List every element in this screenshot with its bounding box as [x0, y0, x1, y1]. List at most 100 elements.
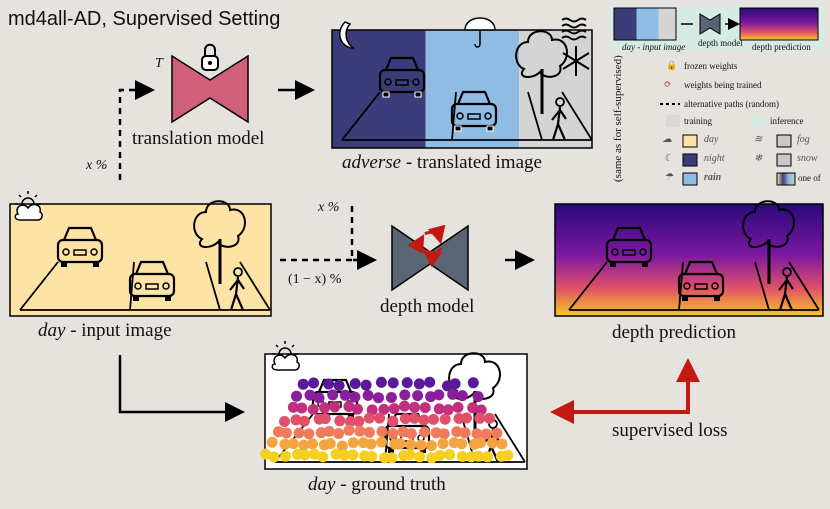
depth-point: [347, 449, 359, 461]
depth-point: [349, 391, 361, 403]
depth-point: [456, 438, 468, 450]
depth-point: [349, 378, 361, 390]
depth-point: [434, 449, 446, 461]
snowflake-icon: [562, 46, 590, 76]
depth-model-label: depth model: [380, 296, 475, 317]
legend-side-note: (same as for self-supervised): [612, 55, 624, 182]
depth-point: [333, 380, 345, 391]
depth-point: [339, 389, 351, 401]
depth-point: [293, 427, 305, 439]
depth-point: [299, 449, 311, 461]
legend-frozen: frozen weights: [684, 61, 738, 71]
depth-point: [308, 377, 320, 389]
depth-point: [415, 439, 427, 451]
sun-cloud-icon-legend: ☁: [662, 134, 672, 145]
depth-point: [496, 438, 508, 450]
legend-fog: fog: [797, 134, 810, 145]
depth-point: [347, 437, 359, 449]
depth-point: [324, 438, 336, 449]
depth-point: [319, 402, 331, 414]
depth-point: [467, 402, 479, 414]
legend-mini-prediction: depth prediction: [752, 42, 811, 52]
depth-prediction-image: [554, 201, 824, 317]
depth-point: [404, 449, 416, 461]
ground-truth-label: day - ground truth: [308, 474, 446, 495]
depth-point: [408, 412, 420, 424]
translation-model-shape: [171, 54, 249, 124]
depth-point: [459, 427, 471, 439]
depth-point: [319, 413, 331, 425]
depth-point: [353, 415, 365, 427]
depth-point: [279, 438, 291, 450]
depth-point: [491, 427, 503, 439]
depth-point: [401, 377, 413, 389]
depth-point: [363, 412, 375, 424]
depth-point: [467, 377, 479, 389]
depth-point: [266, 436, 278, 448]
legend-inference: inference: [770, 116, 804, 126]
depth-point: [456, 390, 468, 402]
depth-point: [307, 438, 318, 450]
depth-point: [287, 401, 299, 413]
depth-point: [405, 428, 417, 440]
depth-point: [366, 451, 378, 462]
x-percent-mid: x %: [318, 200, 340, 215]
depth-point: [474, 412, 486, 424]
translation-symbol: T: [155, 56, 163, 71]
depth-point: [298, 415, 310, 427]
depth-point: [452, 401, 464, 413]
depth-point: [437, 438, 449, 450]
depth-point: [473, 450, 485, 462]
legend-trained: weights being trained: [684, 80, 762, 90]
translation-model-label: translation model: [132, 128, 265, 149]
depth-point: [344, 416, 356, 427]
depth-point: [385, 392, 397, 403]
depth-point: [354, 425, 366, 437]
depth-point: [486, 437, 498, 449]
depth-point: [480, 428, 492, 440]
fog-icon-legend: ≋: [754, 134, 763, 145]
one-minus-x-label: (1 − x) %: [288, 272, 342, 287]
depth-point: [279, 416, 290, 427]
depth-point: [418, 414, 430, 426]
depth-point: [483, 412, 495, 424]
depth-point: [419, 402, 431, 414]
depth-point: [333, 428, 345, 439]
depth-point: [308, 448, 320, 460]
lock-icon-legend: 🔒: [666, 60, 678, 70]
depth-point: [413, 378, 425, 390]
depth-point: [387, 377, 399, 389]
ground-truth-image: [260, 340, 528, 470]
depth-point: [412, 390, 424, 402]
refresh-icon-legend: ⟳: [664, 79, 672, 89]
depth-point: [399, 400, 410, 412]
depth-point: [352, 403, 363, 415]
depth-point: [447, 388, 459, 400]
depth-point: [304, 389, 316, 401]
legend-one-of: one of: [798, 173, 821, 183]
depth-point: [433, 403, 445, 415]
depth-point: [291, 390, 302, 402]
depth-point: [375, 376, 387, 388]
depth-point: [336, 440, 348, 452]
depth-point: [442, 404, 454, 416]
input-image: [9, 190, 272, 317]
refresh-icon: [407, 224, 446, 268]
depth-point: [378, 403, 390, 415]
depth-point: [388, 403, 400, 415]
depth-point: [373, 392, 384, 404]
depth-point: [471, 428, 483, 440]
depth-point: [343, 424, 355, 436]
moon-icon-legend: ☾: [664, 153, 673, 164]
depth-point: [303, 428, 315, 440]
depth-point: [394, 438, 406, 450]
depth-point: [405, 439, 417, 451]
adverse-image-label: adverse - translated image: [342, 152, 542, 173]
depth-point: [343, 401, 355, 412]
diagram-title: md4all-AD, Supervised Setting: [8, 8, 281, 30]
depth-point: [374, 412, 386, 424]
depth-point: [313, 392, 325, 404]
depth-prediction-label: depth prediction: [612, 322, 736, 343]
depth-point: [317, 451, 329, 463]
legend-alt-paths: alternative paths (random): [684, 99, 779, 109]
